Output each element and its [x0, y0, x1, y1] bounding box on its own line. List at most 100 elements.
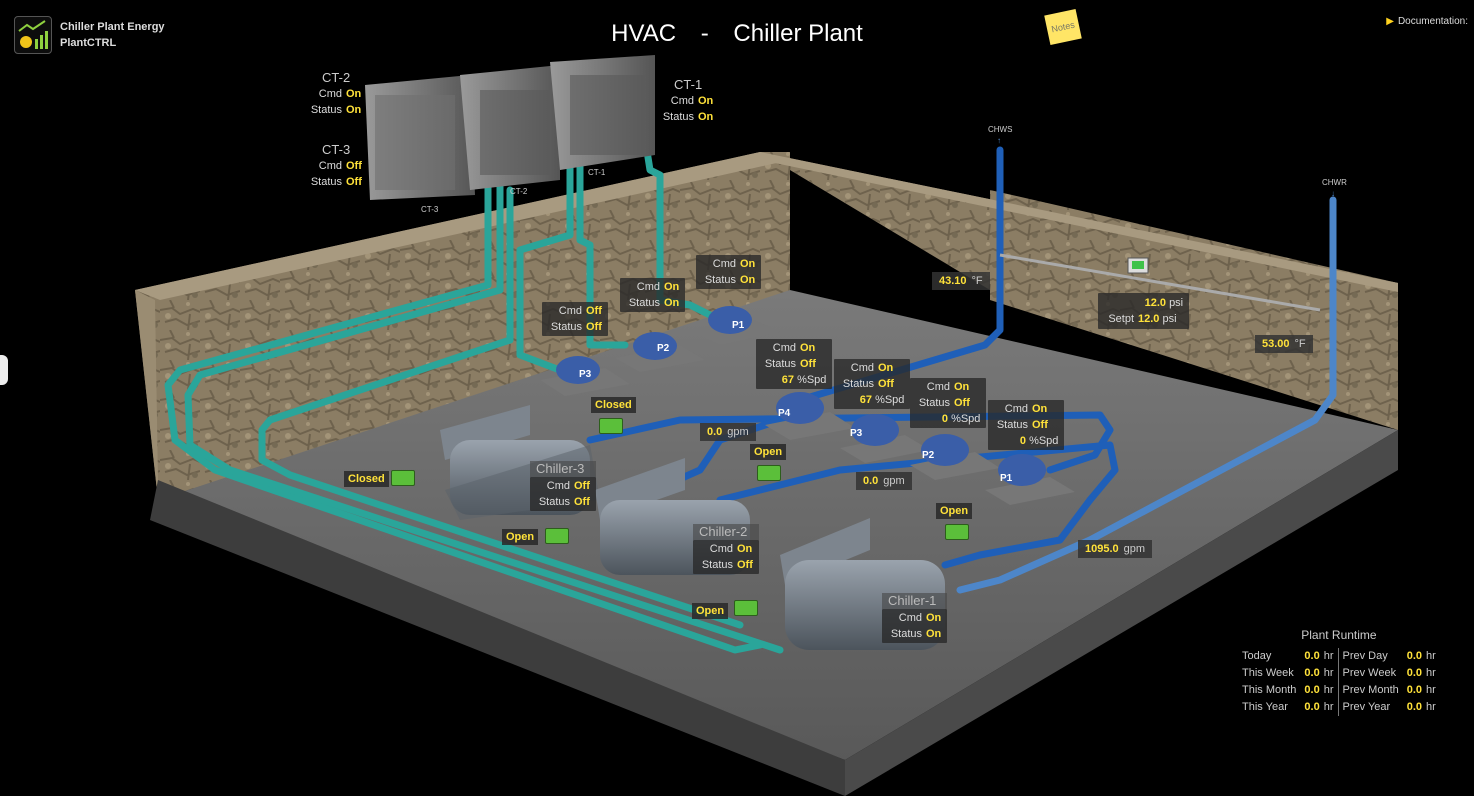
title-right: Chiller Plant [733, 20, 863, 47]
ct2-cmd-label: Cmd [318, 88, 342, 100]
documentation-link[interactable]: ▶Documentation: [1386, 16, 1468, 27]
chiller3-status-label: Status [538, 496, 570, 508]
chws-temp-readout[interactable]: 43.10°F [932, 272, 990, 290]
plant-runtime-panel: Plant Runtime Today 0.0 hr Prev Day 0.0 … [1238, 628, 1440, 716]
play-icon: ▶ [1386, 16, 1394, 27]
flow-1-unit: gpm [727, 426, 749, 438]
cw-pump-p3 [540, 356, 630, 396]
ct2-name: CT-2 [322, 70, 351, 85]
runtime-value: 0.0 [1304, 701, 1320, 713]
cw-p1-cmd-value: On [740, 258, 756, 270]
ct3-status-label: Status [310, 176, 342, 188]
cw-p3-status-value: Off [586, 321, 602, 333]
chw-pump-p1 [985, 454, 1075, 505]
valve-right-open[interactable]: Open [936, 503, 973, 519]
title-sep: - [700, 20, 709, 47]
cw-pump-p2 [615, 332, 705, 372]
runtime-label: This Year [1242, 701, 1288, 713]
chw-p1-cmd-label: Cmd [1004, 403, 1028, 415]
app-header[interactable]: Chiller Plant Energy PlantCTRL [14, 16, 165, 54]
side-panel-handle[interactable] [0, 355, 8, 385]
runtime-label: Prev Week [1337, 665, 1403, 682]
chiller2-status-label: Status [701, 559, 733, 571]
chw-p4-tag: P4 [778, 408, 791, 419]
runtime-row: This Week 0.0 hr Prev Week 0.0 hr [1238, 665, 1440, 682]
up-arrow-icon: ↑ [997, 136, 1001, 145]
cooling-tower-2 [460, 65, 560, 190]
dp-value: 12.0 [1144, 297, 1166, 309]
chiller1-cmd-label: Cmd [898, 612, 922, 624]
runtime-unit: hr [1323, 650, 1334, 662]
chw-p4-spd-value: 67 [781, 374, 794, 386]
app-title: Chiller Plant Energy [60, 21, 165, 33]
dp-setpt-value: 12.0 [1138, 313, 1160, 325]
ct1-status-label: Status [662, 111, 694, 123]
ct3-cmd-value: Off [346, 160, 362, 172]
chw-p2-cmd-label: Cmd [926, 381, 950, 393]
cooling-tower-1 [550, 55, 655, 170]
valve-actuator-icon [391, 470, 415, 486]
chiller1-name: Chiller-1 [882, 593, 948, 609]
chiller2-cmd-label: Cmd [709, 543, 733, 555]
chiller3-status-value: Off [574, 496, 590, 508]
flow-3-value: 1095.0 [1085, 543, 1119, 555]
chiller3-name: Chiller-3 [530, 461, 596, 477]
valve-front-open[interactable]: Open [692, 603, 729, 619]
dp-unit: psi [1169, 297, 1184, 309]
chw-p1-status-label: Status [996, 419, 1028, 431]
chwr-pipe [956, 196, 1337, 594]
cw-p3-tag: P3 [579, 369, 592, 380]
runtime-unit: hr [1323, 667, 1334, 679]
chwr-temp-value: 53.00 [1262, 338, 1290, 350]
cw-p2-status-label: Status [628, 297, 660, 309]
ct1-tag: CT-1 [588, 168, 606, 177]
chw-p1-spd-value: 0 [1019, 435, 1026, 447]
valve-actuator-icon [734, 600, 758, 616]
chwr-temp-unit: °F [1294, 338, 1306, 350]
runtime-label: Prev Year [1337, 699, 1403, 716]
chws-temp-unit: °F [971, 275, 983, 287]
cw-p1-status-value: On [740, 274, 756, 286]
runtime-title: Plant Runtime [1301, 628, 1377, 642]
ct1-status-value: On [698, 111, 714, 123]
runtime-value: 0.0 [1304, 650, 1320, 662]
runtime-row: This Month 0.0 hr Prev Month 0.0 hr [1238, 682, 1440, 699]
cw-p3-cmd-label: Cmd [558, 305, 582, 317]
ct1-cmd-label: Cmd [670, 95, 694, 107]
floor [158, 290, 1398, 760]
chw-p2-status-value: Off [954, 397, 970, 409]
runtime-value: 0.0 [1304, 684, 1320, 696]
ct1-name: CT-1 [674, 77, 703, 92]
valve-left-closed[interactable]: Closed [344, 471, 389, 487]
valve-mid-open[interactable]: Open [750, 444, 787, 460]
chw-p4-status-value: Off [800, 358, 816, 370]
chiller3-cmd-label: Cmd [546, 480, 570, 492]
valve-left-open[interactable]: Open [502, 529, 539, 545]
chwr-temp-readout[interactable]: 53.00 °F [1255, 335, 1313, 353]
page-title: HVAC - Chiller Plant [0, 20, 1474, 48]
chiller1-status-value: On [926, 628, 942, 640]
runtime-row: This Year 0.0 hr Prev Year 0.0 hr [1238, 699, 1440, 716]
cw-p2-status-value: On [664, 297, 680, 309]
back-wall-right [760, 152, 1398, 430]
cw-p1-status-label: Status [704, 274, 736, 286]
valve-top-closed[interactable]: Closed [591, 397, 636, 413]
